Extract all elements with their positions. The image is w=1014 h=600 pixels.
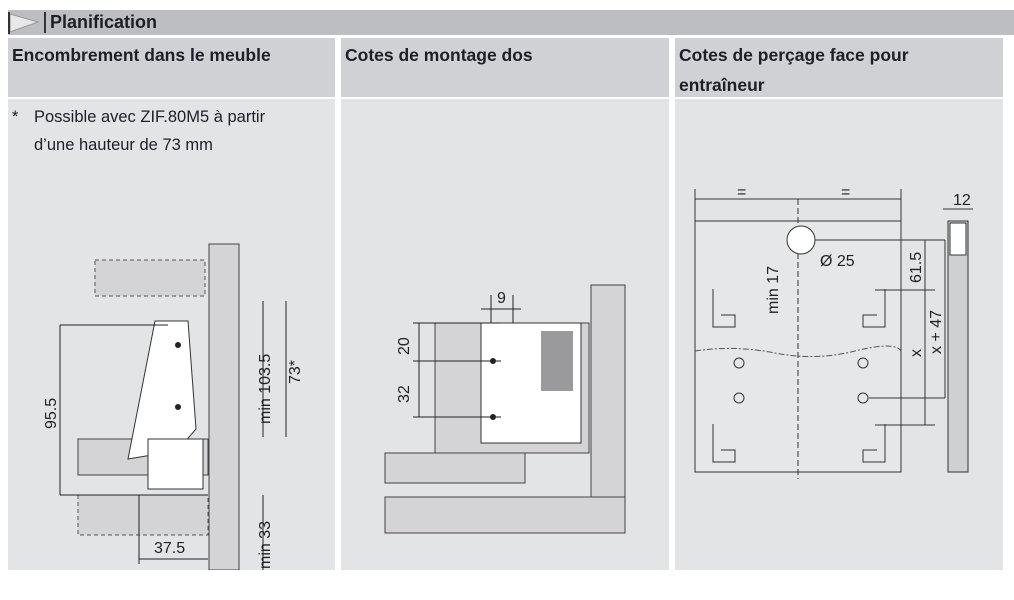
dim-x-plus-47: x + 47 bbox=[928, 310, 945, 354]
drawing-encombrement: 95.5 min 103.5 73* min 33 37.5 bbox=[43, 243, 304, 570]
panel-heading: Cotes de montage dos bbox=[341, 38, 669, 97]
dim-top: 9 bbox=[497, 290, 506, 307]
divider bbox=[44, 12, 46, 33]
drawing-percage: = = Ø 25 min 17 12 61.5 x x bbox=[694, 184, 973, 479]
footnote: *Possible avec ZIF.80M5 à partir d’une h… bbox=[12, 108, 266, 154]
dim-min-top: min 103.5 bbox=[257, 354, 274, 424]
section-flag-icon bbox=[8, 12, 40, 34]
dim-min-bottom: min 33 bbox=[257, 521, 274, 569]
dim-height: 95.5 bbox=[43, 398, 60, 429]
drawing-montage-dos: 9 20 32 bbox=[384, 284, 626, 534]
dim-star: 73* bbox=[287, 360, 304, 384]
dim-61-5: 61.5 bbox=[908, 252, 925, 283]
dim-b: 32 bbox=[396, 385, 413, 403]
dim-width: 37.5 bbox=[154, 540, 185, 557]
panel-montage-dos: Cotes de montage dos 9 20 32 bbox=[341, 38, 669, 570]
dim-min: min 17 bbox=[765, 266, 782, 314]
dim-diameter: Ø 25 bbox=[820, 253, 855, 270]
dim-a: 20 bbox=[396, 337, 413, 355]
dim-thickness: 12 bbox=[953, 192, 971, 209]
dim-x: x bbox=[908, 349, 925, 357]
section-title-bar: Planification bbox=[8, 10, 1014, 35]
panel-heading: Encombrement dans le meuble bbox=[8, 38, 335, 97]
dim-equal-left: = bbox=[737, 184, 746, 201]
dim-equal-right: = bbox=[841, 184, 850, 201]
panel-heading: Cotes de perçage face pour entraîneur bbox=[675, 38, 1003, 97]
panel-encombrement: Encombrement dans le meuble *Possible av… bbox=[8, 38, 335, 570]
section-title: Planification bbox=[50, 12, 158, 32]
panel-percage-face: Cotes de perçage face pour entraîneur = … bbox=[675, 38, 1003, 570]
